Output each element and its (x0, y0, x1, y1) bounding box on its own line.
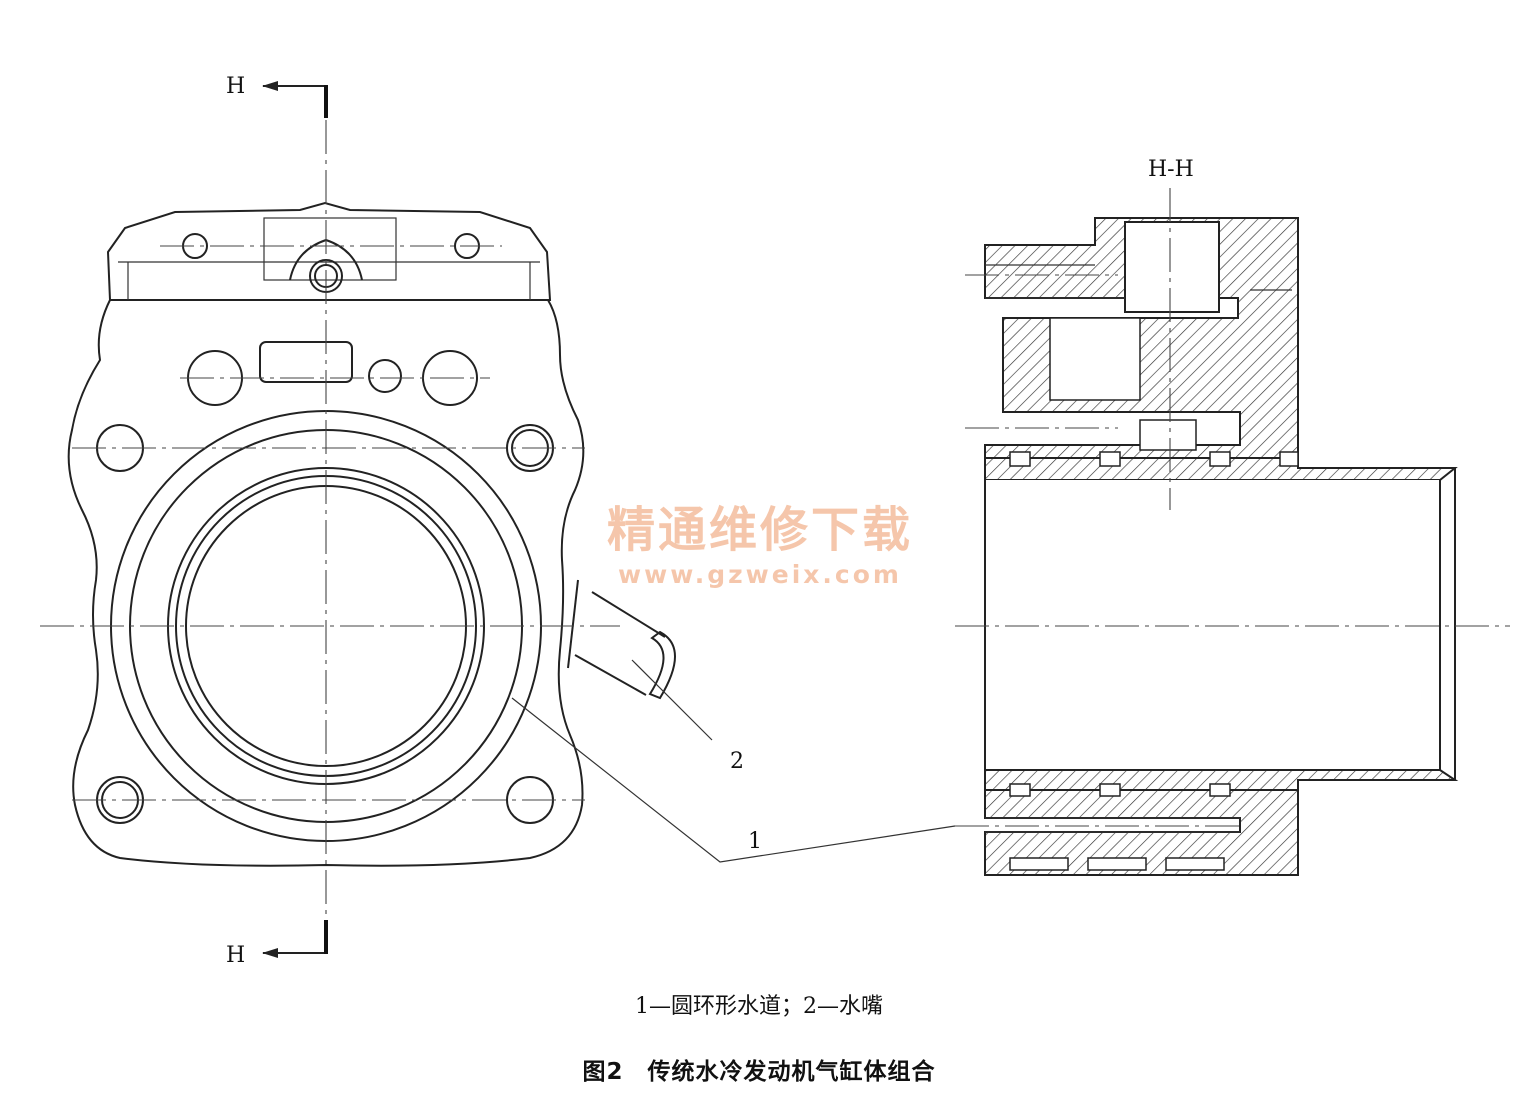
section-marker-bottom: H (226, 920, 328, 968)
cylinder-head-plate (106, 201, 552, 301)
figure-title: 图2 传统水冷发动机气缸体组合 (582, 1059, 936, 1085)
bolt-holes (96, 233, 554, 824)
water-nozzle (567, 579, 676, 700)
callout-2-label: 2 (730, 749, 744, 774)
cylinder-section-view: H-H (955, 157, 1510, 876)
cylinder-body-outline (67, 299, 585, 867)
figure-legend: 1—圆环形水道；2—水嘴 (635, 994, 883, 1019)
callout-1-label: 1 (748, 829, 762, 854)
section-mark-bottom-label: H (226, 943, 245, 968)
cylinder-front-view: H H (40, 74, 956, 968)
section-view-title: H-H (1148, 157, 1194, 182)
section-marker-top: H (226, 74, 328, 118)
section-mark-top-label: H (226, 74, 245, 99)
